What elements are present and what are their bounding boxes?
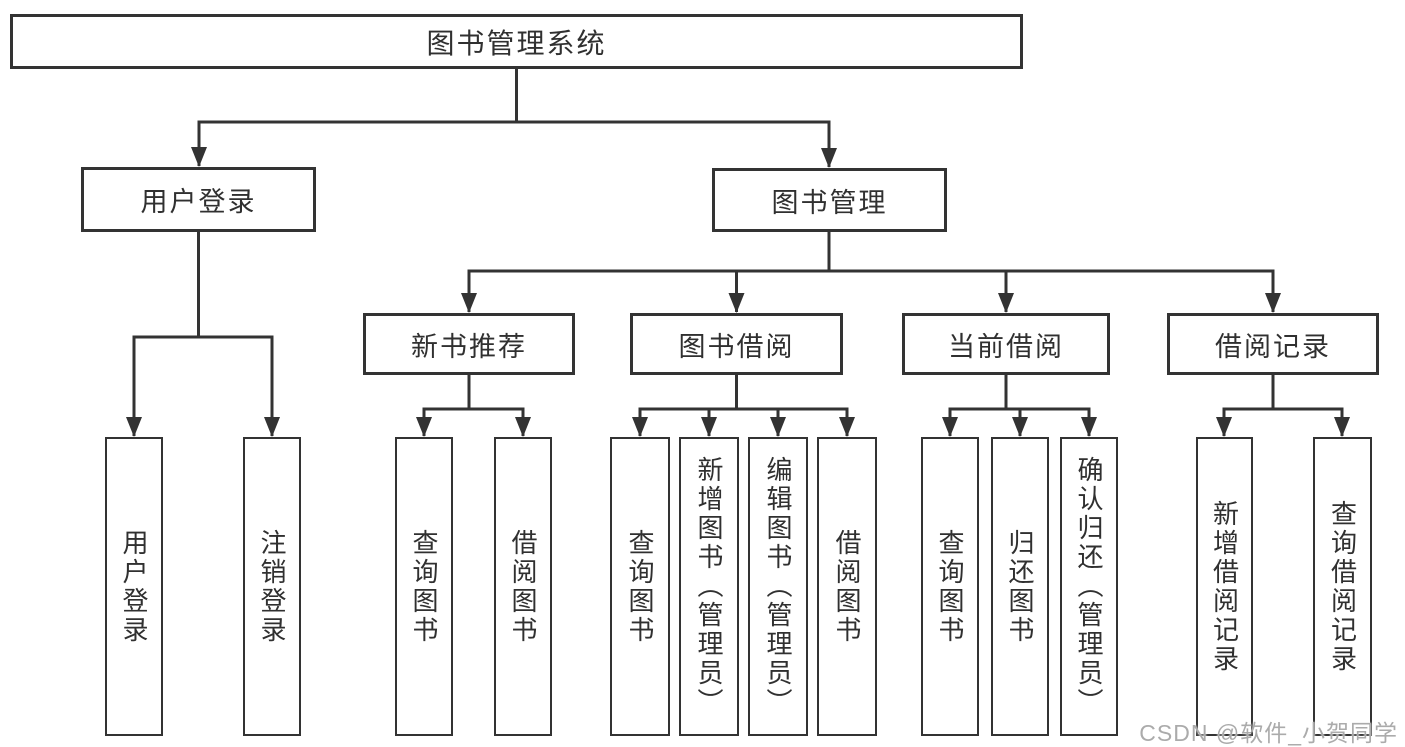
leaf-recommend-query-books-label: 查询图书	[409, 528, 439, 645]
leaf-borrowing-add-books-admin-box: 新增图书（管理员）	[679, 437, 739, 736]
leaf-current-confirm-return-admin-label: 确认归还（管理员）	[1074, 456, 1104, 717]
leaf-borrowing-add-books-admin-label: 新增图书（管理员）	[694, 456, 724, 717]
leaf-borrowing-query-books-label: 查询图书	[625, 528, 655, 645]
leaf-current-return-books-label: 归还图书	[1005, 528, 1035, 645]
branch-user-login-box: 用户登录	[81, 167, 316, 232]
leaf-logout-box: 注销登录	[243, 437, 301, 736]
leaf-current-query-books-box: 查询图书	[921, 437, 979, 736]
root-box-library-system: 图书管理系统	[10, 14, 1023, 69]
leaf-records-add-record-label: 新增借阅记录	[1209, 499, 1240, 674]
branch-borrowing-records-box: 借阅记录	[1167, 313, 1379, 375]
leaf-recommend-query-books-box: 查询图书	[395, 437, 453, 736]
leaf-borrowing-query-books-box: 查询图书	[610, 437, 670, 736]
leaf-current-query-books-label: 查询图书	[935, 528, 965, 645]
leaf-recommend-borrow-books-box: 借阅图书	[494, 437, 552, 736]
leaf-current-confirm-return-admin-box: 确认归还（管理员）	[1060, 437, 1118, 736]
leaf-current-return-books-box: 归还图书	[991, 437, 1049, 736]
leaf-user-login-box: 用户登录	[105, 437, 163, 736]
leaf-logout-label: 注销登录	[257, 528, 287, 645]
leaf-borrowing-borrow-books-box: 借阅图书	[817, 437, 877, 736]
branch-current-borrowing-box: 当前借阅	[902, 313, 1110, 375]
leaf-borrowing-edit-books-admin-label: 编辑图书（管理员）	[763, 456, 793, 717]
leaf-records-query-record-box: 查询借阅记录	[1313, 437, 1372, 736]
leaf-borrowing-borrow-books-label: 借阅图书	[832, 528, 862, 645]
leaf-recommend-borrow-books-label: 借阅图书	[508, 528, 538, 645]
leaf-records-add-record-box: 新增借阅记录	[1196, 437, 1253, 736]
leaf-records-query-record-label: 查询借阅记录	[1327, 499, 1358, 674]
watermark-text: CSDN @软件_小贺同学	[1139, 720, 1398, 746]
leaf-borrowing-edit-books-admin-box: 编辑图书（管理员）	[748, 437, 808, 736]
branch-new-book-recommendation-box: 新书推荐	[363, 313, 575, 375]
branch-book-management-box: 图书管理	[712, 168, 947, 232]
leaf-user-login-label: 用户登录	[119, 528, 149, 645]
branch-book-borrowing-box: 图书借阅	[630, 313, 843, 375]
